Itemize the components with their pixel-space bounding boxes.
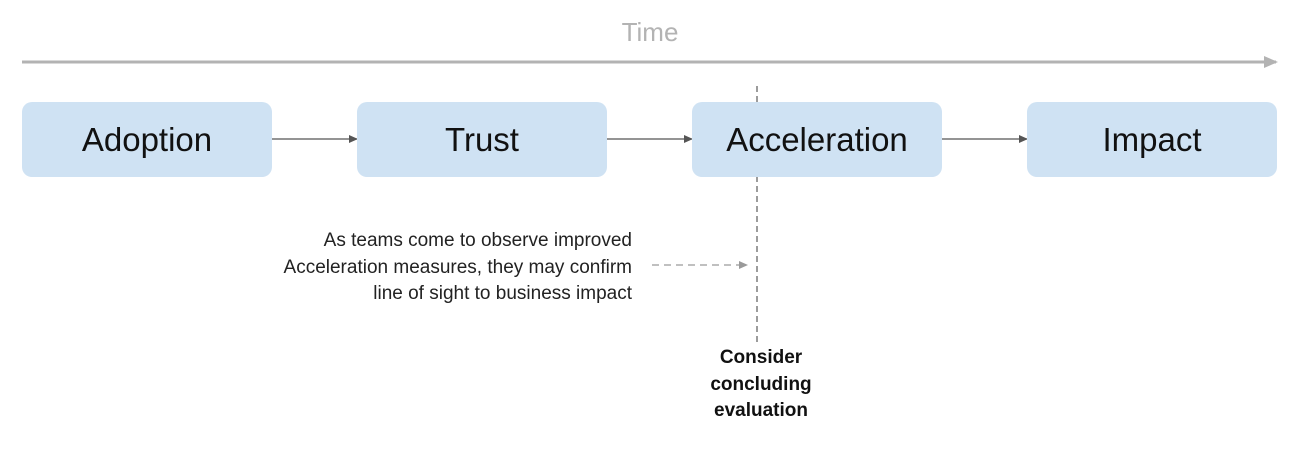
stage-impact: Impact [1027, 102, 1277, 177]
evaluation-label: Consider concluding evaluation [686, 345, 836, 425]
stage-label: Impact [1102, 120, 1202, 158]
note-line: As teams come to observe improved [323, 230, 632, 251]
note-line: Acceleration measures, they may confirm [283, 256, 632, 278]
stage-trust: Trust [357, 102, 607, 177]
evaluation-line: concluding [710, 373, 812, 395]
evaluation-line: evaluation [714, 400, 808, 421]
time-axis-label: Time [621, 17, 679, 47]
stage-adoption: Adoption [22, 102, 272, 177]
stage-label: Adoption [81, 120, 213, 158]
stage-label: Trust [445, 120, 519, 158]
stage-acceleration: Acceleration [692, 102, 942, 177]
acceleration-note: As teams come to observe improved Accele… [192, 228, 632, 308]
note-line: line of sight to business impact [373, 283, 632, 304]
stage-label: Acceleration [726, 120, 908, 158]
evaluation-line: Consider [719, 347, 803, 368]
